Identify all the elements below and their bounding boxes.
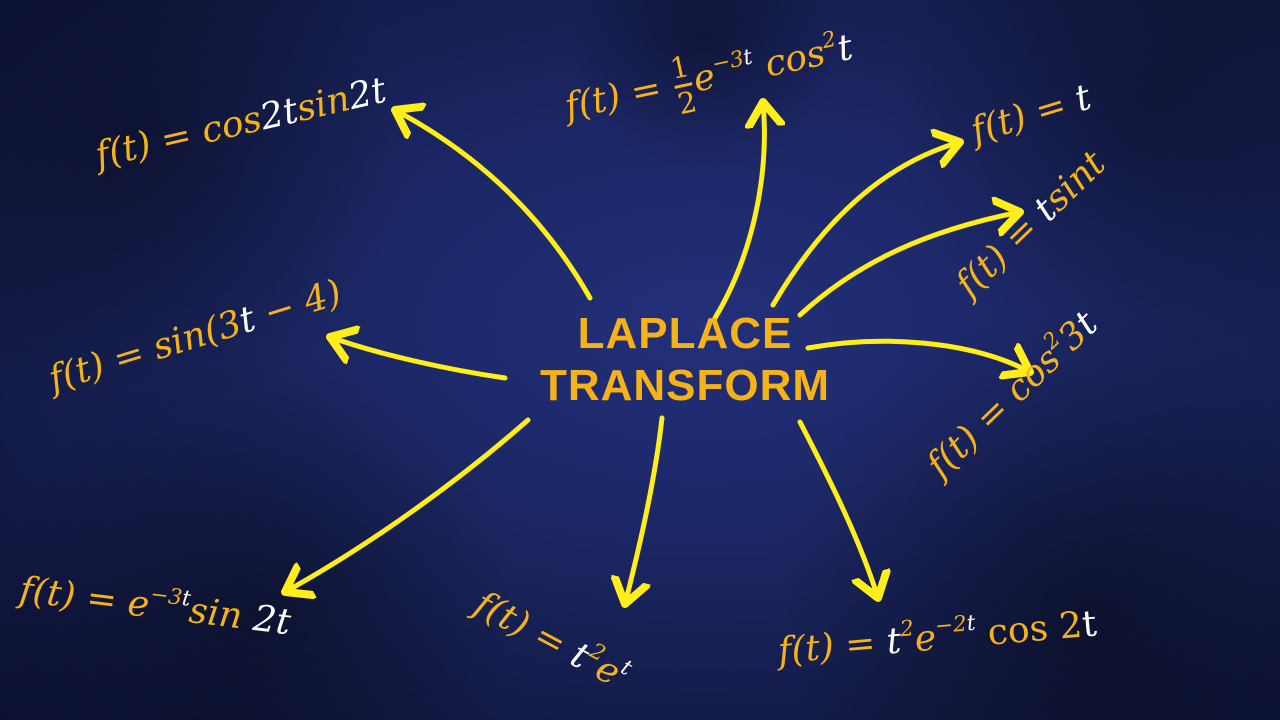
title-line-1: LAPLACE bbox=[577, 309, 793, 358]
arrow-to-cos2tsin2t bbox=[395, 110, 593, 301]
arrow-to-cos2-3t bbox=[805, 338, 1030, 372]
arrow-to-sin3t-4 bbox=[330, 337, 508, 381]
arrow-to-t2e-2tcos2t bbox=[797, 419, 878, 598]
arrow-to-t bbox=[770, 142, 960, 308]
main-title: LAPLACE TRANSFORM bbox=[500, 308, 870, 412]
arrow-to-e-3t-sin2t bbox=[285, 417, 531, 592]
arrow-to-t2et bbox=[625, 415, 665, 604]
title-line-2: TRANSFORM bbox=[539, 361, 831, 410]
arrow-to-half-e-3t-cos2t bbox=[712, 102, 764, 321]
arrow-to-tsint bbox=[797, 212, 1020, 318]
